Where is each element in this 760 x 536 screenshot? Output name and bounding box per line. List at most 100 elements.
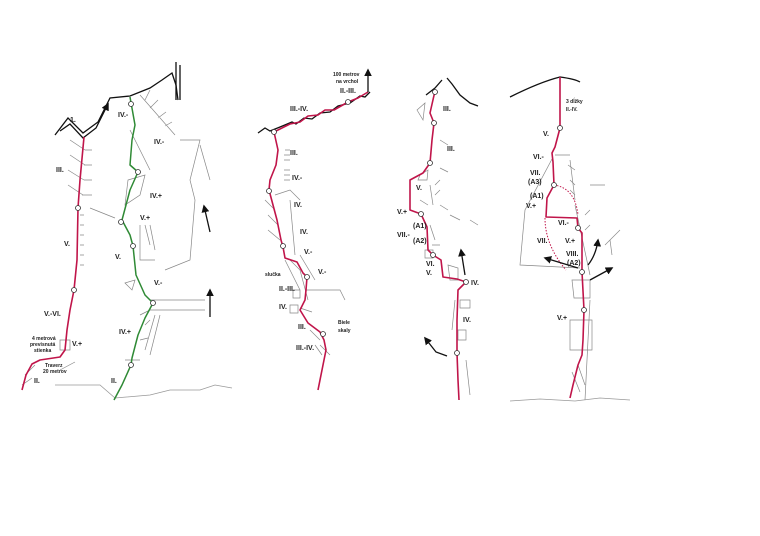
grade-label: IV.-	[118, 112, 129, 119]
note: previsnutá	[30, 342, 56, 348]
grade-label: V.	[416, 185, 422, 192]
grade-label: III.	[56, 167, 64, 174]
ridge-line	[257, 91, 371, 134]
belay-station	[304, 274, 310, 280]
grade-label: VII.	[537, 238, 548, 245]
belay-station	[463, 279, 469, 285]
rock-hatching	[21, 89, 211, 386]
approach-route-1	[59, 102, 109, 139]
ridge-line	[54, 71, 179, 136]
grade-label: VII.	[530, 170, 541, 177]
grade-label: IV.-	[154, 139, 165, 146]
grade-label: (A2)	[567, 260, 581, 267]
grade-label: IV.	[471, 280, 479, 287]
grade-label: (A1)	[413, 223, 427, 230]
grade-label: IV.	[300, 229, 308, 236]
ground-line	[55, 384, 233, 399]
ridge-line	[425, 77, 479, 107]
belay-station	[579, 269, 585, 275]
grade-label: VI.-	[558, 220, 570, 227]
grade-label: III.	[290, 150, 298, 157]
direction-arrow	[424, 336, 448, 357]
belay-station	[271, 129, 277, 135]
belay-station	[581, 307, 587, 313]
grade-label: V.-	[304, 249, 313, 256]
direction-arrow	[458, 248, 466, 276]
variant-route-dotted	[553, 184, 579, 216]
note: slučka	[265, 272, 281, 278]
topo-2: 100 metrov na vrchol III.-IV. II.-III. I…	[257, 68, 372, 391]
rock-hatching	[264, 149, 346, 356]
grade-label: III.	[298, 324, 306, 331]
belay-station	[345, 99, 351, 105]
belay-station	[427, 160, 433, 166]
ground-line	[509, 397, 631, 402]
variant-route-dotted	[544, 217, 567, 271]
belay-station	[454, 350, 460, 356]
belay-station	[150, 300, 156, 306]
belay-station	[130, 243, 136, 249]
topo-4: 3 dĺžky II.-IV. V. VI.- VII. (A3) (A1) V…	[509, 76, 631, 402]
rock-hatching	[519, 154, 621, 401]
grade-label: (A3)	[528, 179, 542, 186]
grade-label: VIII.	[566, 251, 579, 258]
grade-label: V.-	[154, 280, 163, 287]
belay-station	[118, 219, 124, 225]
route-red-4	[545, 77, 585, 399]
note: Biele	[338, 320, 350, 326]
direction-arrow	[587, 238, 602, 266]
belay-station	[320, 331, 326, 337]
grade-label: V.+	[526, 203, 536, 210]
grade-label: II.	[34, 378, 40, 385]
belay-station	[430, 252, 436, 258]
grade-label: V.-VI.	[44, 311, 61, 318]
direction-arrow	[543, 256, 579, 269]
belay-station	[128, 101, 134, 107]
grade-label: V.+	[72, 341, 82, 348]
note: 4 metrová	[32, 336, 56, 342]
grade-label: IV.+	[119, 329, 131, 336]
belay-station	[431, 120, 437, 126]
note: Traverz	[45, 363, 63, 369]
belay-station	[266, 188, 272, 194]
note: na vrchol	[336, 79, 359, 85]
grade-label: V.-	[318, 269, 327, 276]
direction-arrow	[589, 267, 614, 281]
belay-station	[128, 362, 134, 368]
belay-station	[575, 225, 581, 231]
grade-label: II.-III.	[340, 88, 356, 95]
grade-label: III.	[443, 106, 451, 113]
note: 100 metrov	[333, 72, 360, 78]
grade-label: (A2)	[413, 238, 427, 245]
grade-label: VI.-	[533, 154, 545, 161]
note: 20 metrov	[43, 369, 67, 375]
grade-label: V.+	[140, 215, 150, 222]
grade-label: VII.-	[397, 232, 411, 239]
belay-station	[418, 211, 424, 217]
route-red-ridge	[273, 91, 369, 133]
grade-label: II.-III.	[279, 286, 295, 293]
grade-label: IV.+	[150, 193, 162, 200]
belay-station	[71, 287, 77, 293]
grade-label: IV.	[294, 202, 302, 209]
grade-label: V.	[543, 131, 549, 138]
grade-label: III.-IV.	[296, 345, 314, 352]
grade-label: V.	[115, 254, 121, 261]
belay-station	[551, 182, 557, 188]
topo-1: 1. III. V. V.-VI. V.+ II. IV.- IV.- IV.+…	[21, 62, 233, 401]
belay-station	[135, 169, 141, 175]
grade-label: III.-IV.	[290, 106, 308, 113]
ridge-line	[509, 76, 581, 98]
note: skaly	[338, 328, 351, 334]
belay-station	[432, 89, 438, 95]
belay-station	[280, 243, 286, 249]
route-number: 1.	[70, 117, 76, 124]
route-red-3	[409, 90, 467, 401]
grade-label: IV.	[463, 317, 471, 324]
grade-label: (A1)	[530, 193, 544, 200]
route-red-1	[21, 136, 85, 391]
grade-label: II.	[111, 378, 117, 385]
belay-station	[557, 125, 563, 131]
grade-label: II.-IV.	[566, 107, 578, 113]
